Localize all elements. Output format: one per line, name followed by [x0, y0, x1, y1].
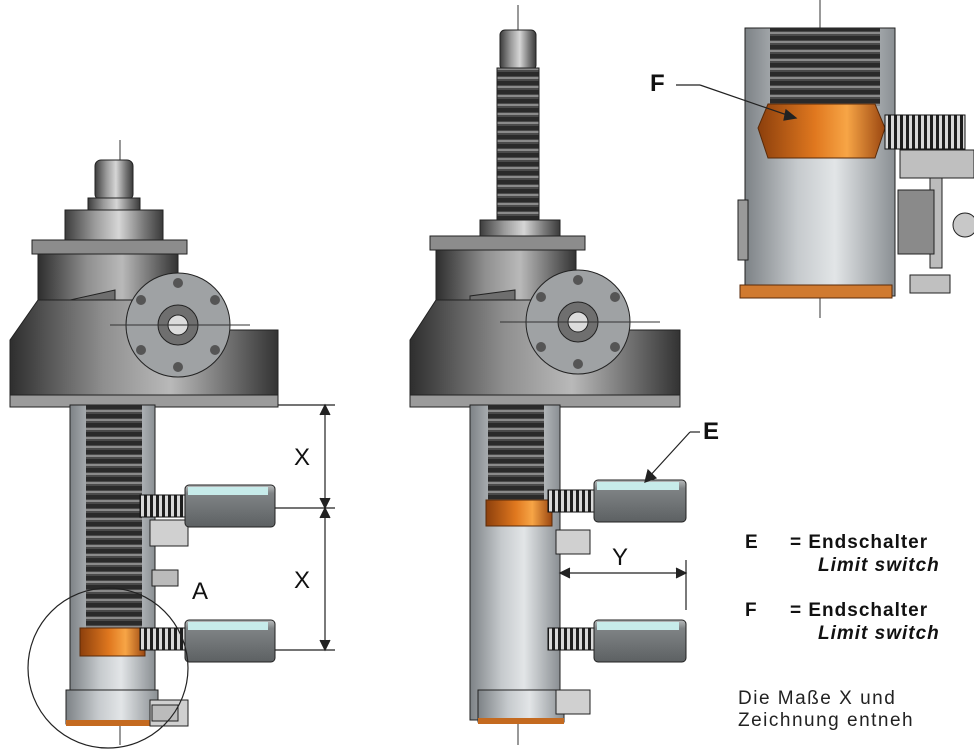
note-line-1: Die Maße X und	[738, 688, 897, 709]
legend-e-english: Limit switch	[818, 555, 940, 577]
detail-a-label: A	[192, 578, 209, 605]
legend-e-english-text: Limit switch	[818, 555, 940, 576]
legend-e-key: E	[745, 532, 759, 553]
detail-view	[737, 0, 974, 318]
dimension-x-lower-label: X	[294, 567, 311, 594]
dimension-y	[558, 560, 688, 610]
callout-e-label: E	[703, 418, 720, 445]
callout-f-label: F	[650, 70, 665, 97]
legend-e-german: = Endschalter	[790, 532, 929, 553]
dimension-x-upper-label: X	[294, 444, 311, 471]
dimension-x	[275, 403, 335, 652]
middle-view-jack	[409, 5, 687, 745]
left-view-jack	[9, 140, 279, 745]
callout-f-leader	[676, 84, 798, 121]
dimension-y-label: Y	[612, 544, 629, 571]
legend-f-german: = Endschalter	[790, 600, 929, 621]
legend-f-english: Limit switch	[818, 623, 940, 645]
legend-f-key: F	[745, 600, 758, 621]
note-line-2: Zeichnung entneh	[738, 710, 915, 731]
detail-a-circle	[27, 587, 189, 749]
legend-f-english-text: Limit switch	[818, 623, 940, 644]
callout-e-leader	[644, 431, 700, 483]
